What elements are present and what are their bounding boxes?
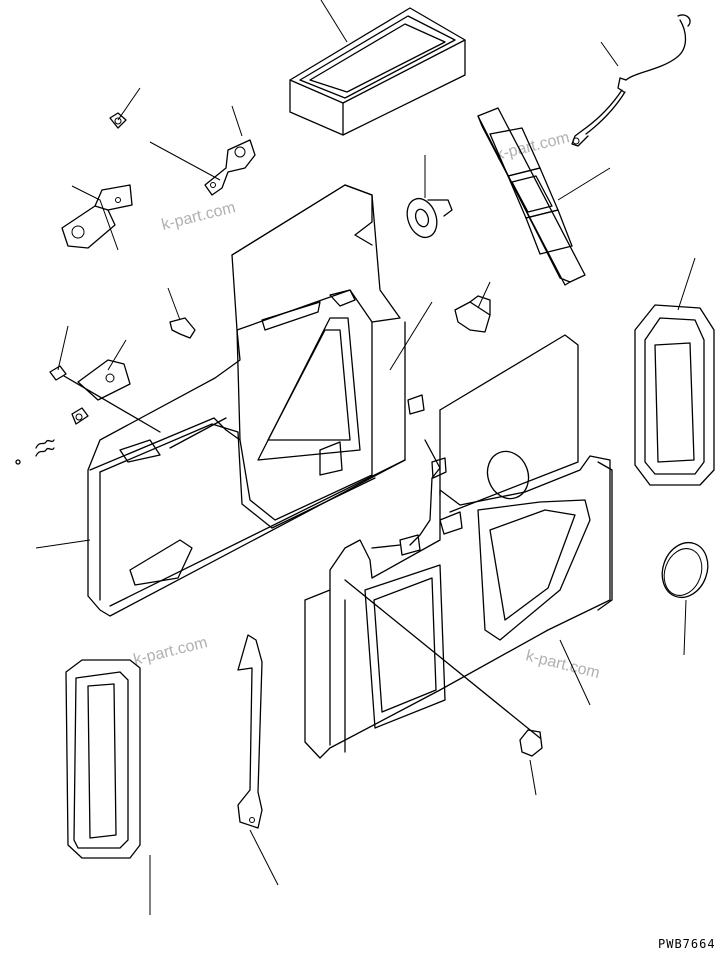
watermark-2: k-part.com — [494, 129, 571, 164]
support-bar-part — [237, 634, 263, 829]
knob-part — [519, 729, 543, 757]
watermarks: k-part.com k-part.com k-part.com k-part.… — [132, 129, 602, 682]
watermark-1: k-part.com — [160, 199, 237, 234]
drawing-code: PWB7664 — [658, 937, 716, 951]
left-housing-part — [87, 184, 406, 617]
clamp-part — [169, 317, 196, 339]
grille-part — [477, 107, 586, 286]
leader-lines — [35, 0, 696, 915]
watermark-3: k-part.com — [132, 634, 209, 669]
bracket-part — [61, 112, 256, 249]
link-rod-part — [344, 394, 541, 739]
watermark-4: k-part.com — [524, 647, 601, 682]
right-housing-part — [304, 334, 613, 759]
grommet-part — [406, 197, 453, 239]
cover-disc-part — [661, 541, 709, 599]
rod-assembly-part — [15, 359, 161, 465]
left-duct-frame-part — [65, 659, 141, 859]
top-duct-part — [289, 7, 466, 136]
clip-part — [454, 295, 491, 333]
cable-part — [571, 14, 691, 147]
right-duct-frame-part — [634, 304, 715, 486]
